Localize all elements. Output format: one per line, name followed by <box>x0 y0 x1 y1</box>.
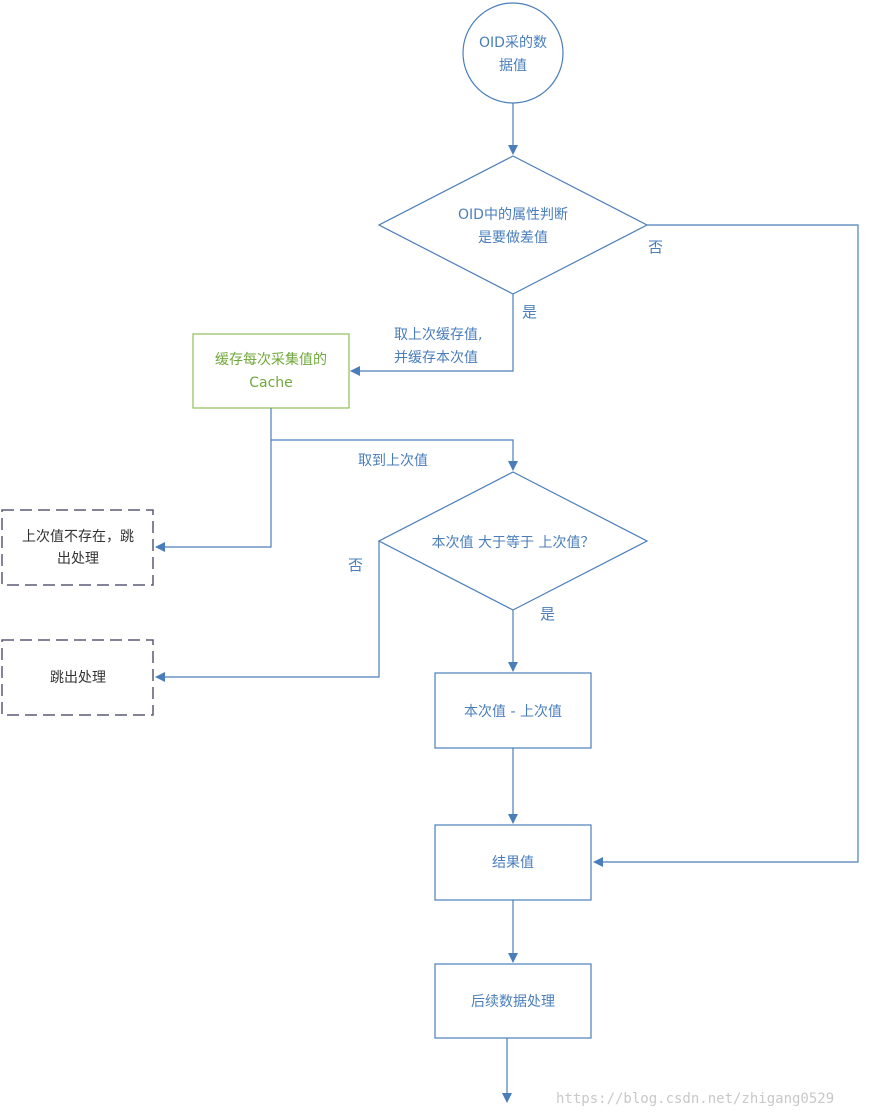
edge-label-yes-1: 是 <box>522 303 537 321</box>
cache-node-line2: Cache <box>249 375 293 391</box>
post-process-text: 后续数据处理 <box>471 993 555 1010</box>
edge-compare-no-to-skip <box>155 541 380 682</box>
edge-label-no-1: 否 <box>648 238 663 256</box>
watermark: https://blog.csdn.net/zhigang0529 <box>556 1091 834 1107</box>
start-node-line2: 据值 <box>499 58 527 74</box>
start-node: OID采的数 据值 <box>462 2 564 104</box>
skip-no-prev-line1: 上次值不存在，跳 <box>22 529 134 545</box>
result-node: 结果值 <box>434 824 592 901</box>
subtract-text: 本次值 - 上次值 <box>464 704 562 720</box>
decision-compare-node: 本次值 大于等于 上次值？ <box>377 471 649 611</box>
decision-diff-node: OID中的属性判断 是要做差值 <box>377 155 649 295</box>
edge-label-cache-line2: 并缓存本次值 <box>394 350 478 366</box>
decision-diff-line1: OID中的属性判断 <box>458 207 568 223</box>
subtract-node: 本次值 - 上次值 <box>434 672 592 749</box>
start-node-line1: OID采的数 <box>479 35 547 51</box>
edge-decision-yes-to-cache <box>350 294 514 376</box>
edge-label-cache-line1: 取上次缓存值, <box>394 327 482 343</box>
edge-label-no-2: 否 <box>348 556 363 574</box>
edge-decision-no-to-result <box>593 224 859 867</box>
edge-label-get-prev: 取到上次值 <box>358 453 428 469</box>
skip-no-prev-line2: 出处理 <box>57 551 99 567</box>
post-process-node: 后续数据处理 <box>434 963 592 1039</box>
decision-diff-line2: 是要做差值 <box>478 230 548 246</box>
edge-cache-to-compare <box>270 408 518 471</box>
edge-cache-to-skip-no-prev <box>155 440 272 552</box>
skip-no-prev-node: 上次值不存在，跳 出处理 <box>1 509 154 586</box>
cache-node-line1: 缓存每次采集值的 <box>215 351 327 368</box>
edge-label-yes-2: 是 <box>540 605 555 623</box>
cache-node: 缓存每次采集值的 Cache <box>192 333 350 409</box>
skip-node: 跳出处理 <box>1 639 154 716</box>
decision-compare-text: 本次值 大于等于 上次值？ <box>432 534 595 551</box>
result-text: 结果值 <box>492 855 534 871</box>
skip-text: 跳出处理 <box>50 670 106 686</box>
